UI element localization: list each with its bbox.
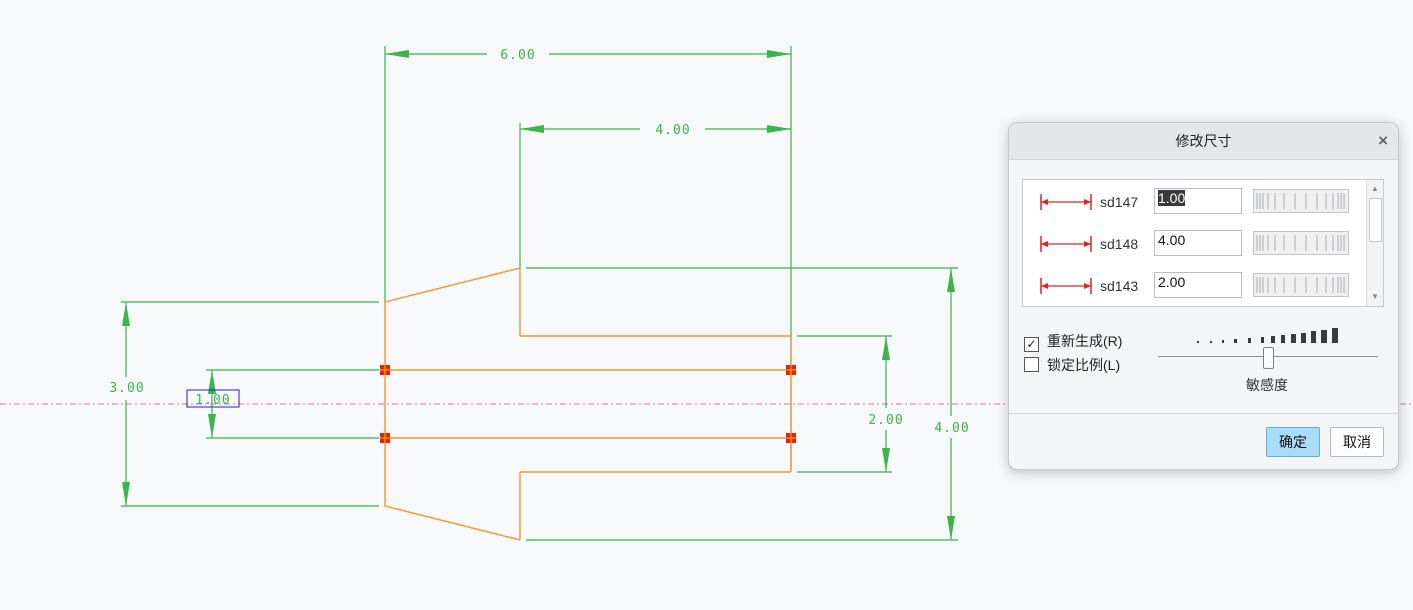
dimension-row: sd143 2.00 xyxy=(1023,271,1367,301)
linear-dimension-icon xyxy=(1040,194,1092,210)
sensitivity-label: 敏感度 xyxy=(1246,377,1288,393)
sketch-geometry[interactable] xyxy=(384,267,792,541)
dimension-value-input[interactable]: 1.00 xyxy=(1154,188,1242,214)
scrollbar-thumb[interactable] xyxy=(1369,198,1382,242)
dimension-lines xyxy=(121,46,958,541)
dimension-value-input[interactable]: 2.00 xyxy=(1154,272,1242,298)
dim-left-height[interactable]: 3.00 xyxy=(109,381,144,396)
linear-dimension-icon xyxy=(1040,278,1092,294)
sensitivity-scale-icon xyxy=(1197,328,1338,343)
regenerate-label: 重新生成(R) xyxy=(1047,333,1123,349)
dimension-list: sd147 1.00 sd148 4.00 xyxy=(1022,179,1384,307)
cancel-button[interactable]: 取消 xyxy=(1330,427,1384,457)
dimension-name: sd147 xyxy=(1100,194,1139,210)
dimension-name: sd143 xyxy=(1100,278,1139,294)
lock-scale-checkbox[interactable] xyxy=(1024,357,1039,372)
scroll-up-icon[interactable]: ▲ xyxy=(1371,184,1379,193)
dimension-name: sd148 xyxy=(1100,236,1139,252)
dialog-title: 修改尺寸 xyxy=(1175,133,1232,149)
list-scrollbar[interactable]: ▲ ▼ xyxy=(1366,180,1383,306)
linear-dimension-icon xyxy=(1040,236,1092,252)
selected-dimension-box[interactable] xyxy=(186,389,240,408)
modify-dimension-dialog: 修改尺寸 × sd147 1.00 xyxy=(1008,122,1399,470)
regenerate-checkbox[interactable]: ✓ xyxy=(1024,337,1039,352)
close-icon[interactable]: × xyxy=(1378,131,1388,150)
dialog-title-bar[interactable]: 修改尺寸 × xyxy=(1009,123,1398,160)
dimension-thumbwheel[interactable] xyxy=(1253,231,1349,255)
dimension-value-input[interactable]: 4.00 xyxy=(1154,230,1242,256)
lock-scale-label: 锁定比例(L) xyxy=(1047,357,1121,373)
regenerate-option[interactable]: ✓ 重新生成(R) xyxy=(1024,331,1122,352)
dimension-row: sd147 1.00 xyxy=(1023,187,1367,217)
sensitivity-slider-thumb[interactable] xyxy=(1263,347,1274,369)
dimension-arrows xyxy=(122,50,955,540)
dim-right-outer-height[interactable]: 4.00 xyxy=(934,421,969,436)
ok-button[interactable]: 确定 xyxy=(1266,427,1320,457)
dim-right-inner-height[interactable]: 2.00 xyxy=(868,413,903,428)
dimension-thumbwheel[interactable] xyxy=(1253,189,1349,213)
dim-inner-width[interactable]: 4.00 xyxy=(655,123,690,138)
dim-small-height[interactable]: 1.00 xyxy=(195,393,230,408)
dimension-thumbwheel[interactable] xyxy=(1253,273,1349,297)
dim-top-width[interactable]: 6.00 xyxy=(500,48,535,63)
dimension-row: sd148 4.00 xyxy=(1023,229,1367,259)
scroll-down-icon[interactable]: ▼ xyxy=(1371,292,1379,301)
dialog-footer: 确定 取消 xyxy=(1009,413,1398,469)
lock-scale-option[interactable]: 锁定比例(L) xyxy=(1024,355,1120,375)
